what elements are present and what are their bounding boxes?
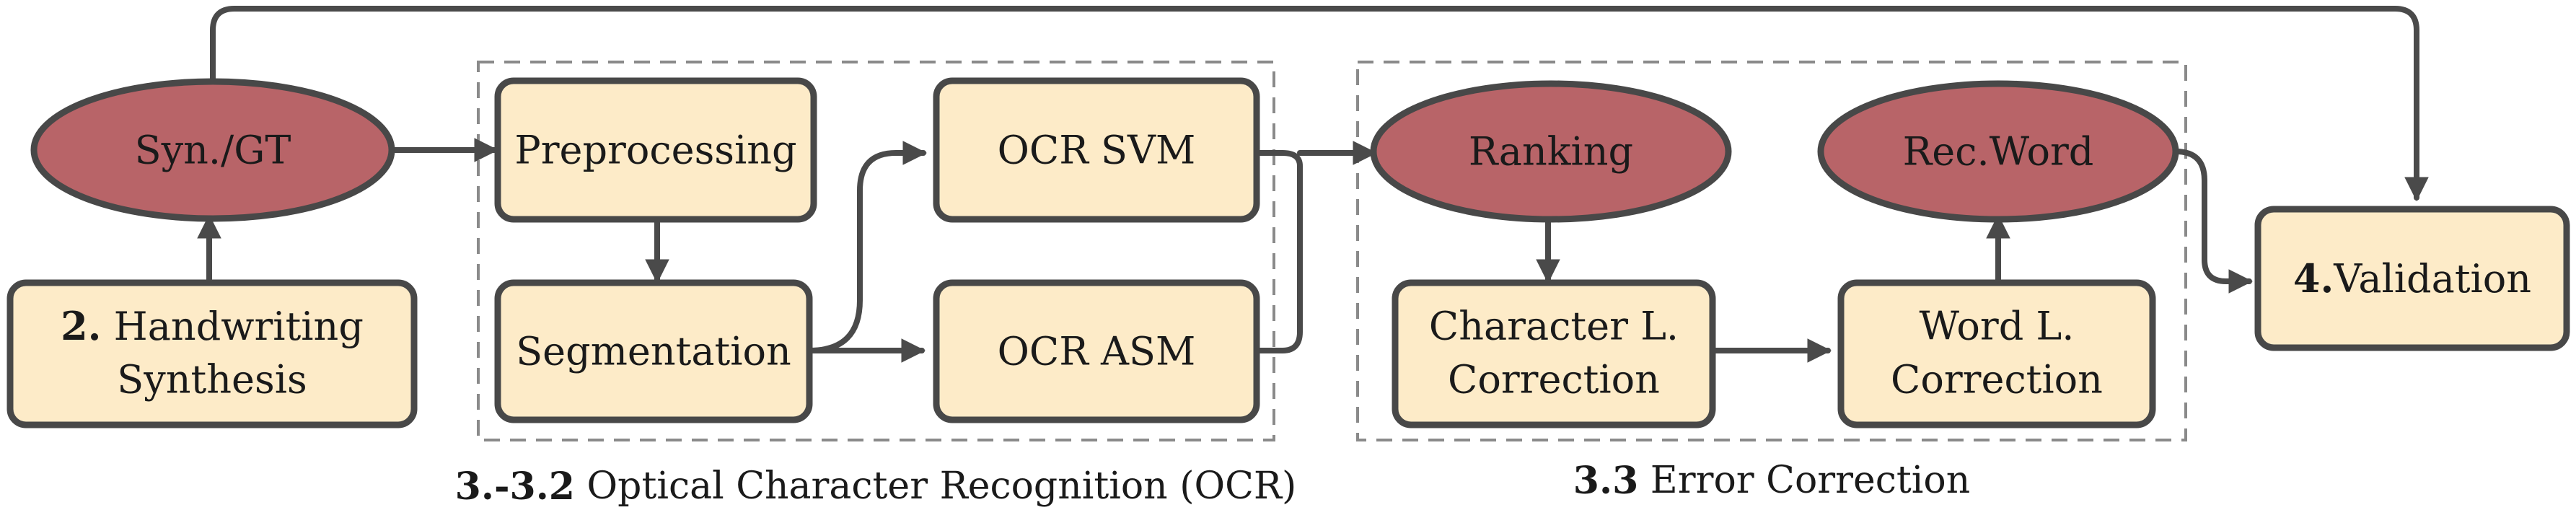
word-correction-line1: Word L. — [1920, 304, 2075, 349]
validation-label: 4.Validation — [2293, 255, 2531, 302]
ocr-group-caption-group: 3.-3.2 Optical Character Recognition (OC… — [455, 465, 1297, 509]
segmentation-node: Segmentation — [494, 279, 813, 423]
segmentation-label: Segmentation — [516, 329, 791, 374]
arrow-segmentation-to-ocr-svm — [806, 141, 928, 353]
ocr-merge-connector — [1254, 150, 1303, 353]
handwriting-line2: Synthesis — [117, 357, 307, 403]
validation-node: 4.Validation — [2254, 206, 2570, 351]
arrow-recword-to-validation — [2173, 149, 2254, 294]
word-correction-node: Word L. Correction — [1837, 279, 2156, 428]
error-correction-group-border — [1356, 61, 2187, 441]
handwriting-synthesis-node: 2. Handwriting Synthesis — [6, 279, 418, 428]
preprocessing-node: Preprocessing — [494, 77, 817, 223]
word-correction-line2: Correction — [1891, 357, 2103, 403]
syn-gt-node: Syn./GT — [30, 78, 395, 222]
character-correction-node: Character L. Correction — [1392, 279, 1716, 428]
ranking-node: Ranking — [1370, 80, 1732, 223]
ocr-asm-label: OCR ASM — [998, 329, 1196, 374]
ocr-group-border — [477, 61, 1275, 441]
character-correction-line1: Character L. — [1429, 304, 1679, 349]
ocr-svm-label: OCR SVM — [998, 128, 1196, 173]
ranking-label: Ranking — [1469, 129, 1633, 175]
syn-gt-label: Syn./GT — [135, 128, 291, 173]
character-correction-line2: Correction — [1448, 357, 1660, 403]
error-correction-caption-group: 3.3 Error Correction — [1573, 459, 1970, 503]
ocr-group-caption: 3.-3.2 Optical Character Recognition (OC… — [455, 465, 1297, 509]
ocr-asm-node: OCR ASM — [933, 279, 1260, 423]
ocr-svm-node: OCR SVM — [933, 77, 1260, 223]
handwriting-line1: 2. Handwriting — [61, 303, 364, 349]
arrow-syn-to-validation — [210, 6, 2429, 202]
error-correction-caption: 3.3 Error Correction — [1573, 459, 1970, 503]
preprocessing-label: Preprocessing — [514, 128, 796, 173]
rec-word-label: Rec.Word — [1903, 129, 2094, 175]
rec-word-node: Rec.Word — [1817, 80, 2179, 223]
